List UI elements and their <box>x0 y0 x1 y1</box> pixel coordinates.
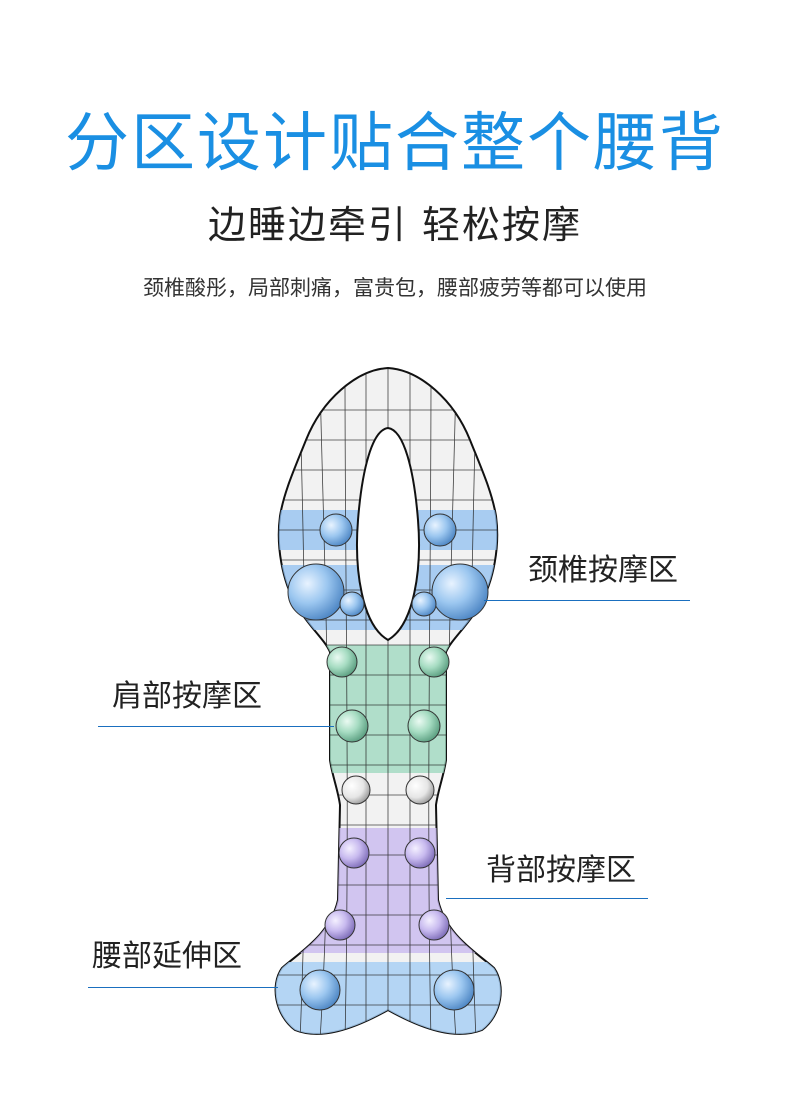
neck-node <box>423 513 457 547</box>
spine-node <box>341 775 371 805</box>
massage-nodes <box>287 513 489 1011</box>
page-title: 分区设计贴合整个腰背 <box>65 107 725 181</box>
back-node <box>324 909 356 941</box>
back-zone-label: 背部按摩区 <box>486 853 636 888</box>
shoulder-callout-line <box>98 726 334 727</box>
back-zone <box>275 828 501 953</box>
waist-callout-line <box>88 987 278 988</box>
back-node <box>418 909 450 941</box>
neck-node <box>339 591 365 617</box>
waist-node <box>299 969 341 1011</box>
shoulder-node <box>326 646 358 678</box>
massager-body <box>274 366 502 1035</box>
waist-zone-label: 腰部延伸区 <box>92 939 242 974</box>
neck-node <box>431 563 489 621</box>
neck-node <box>411 591 437 617</box>
neck-callout-line <box>484 600 690 601</box>
shoulder-zone <box>275 645 501 773</box>
neck-node <box>287 563 345 621</box>
waist-node <box>433 969 475 1011</box>
back-node <box>404 837 436 869</box>
neck-node <box>319 513 353 547</box>
spine-node <box>405 775 435 805</box>
page-subtitle: 边睡边牵引 轻松按摩 <box>207 203 583 247</box>
shoulder-node <box>407 709 441 743</box>
back-callout-line <box>446 898 648 899</box>
shoulder-node <box>418 646 450 678</box>
page-description: 颈椎酸彤，局部刺痛，富贵包，腰部疲劳等都可以使用 <box>143 276 647 300</box>
center-opening <box>356 426 420 642</box>
neck-zone-label: 颈椎按摩区 <box>528 553 678 588</box>
back-node <box>338 837 370 869</box>
shoulder-node <box>335 709 369 743</box>
shoulder-zone-label: 肩部按摩区 <box>112 679 262 714</box>
waist-zone <box>275 962 501 1034</box>
